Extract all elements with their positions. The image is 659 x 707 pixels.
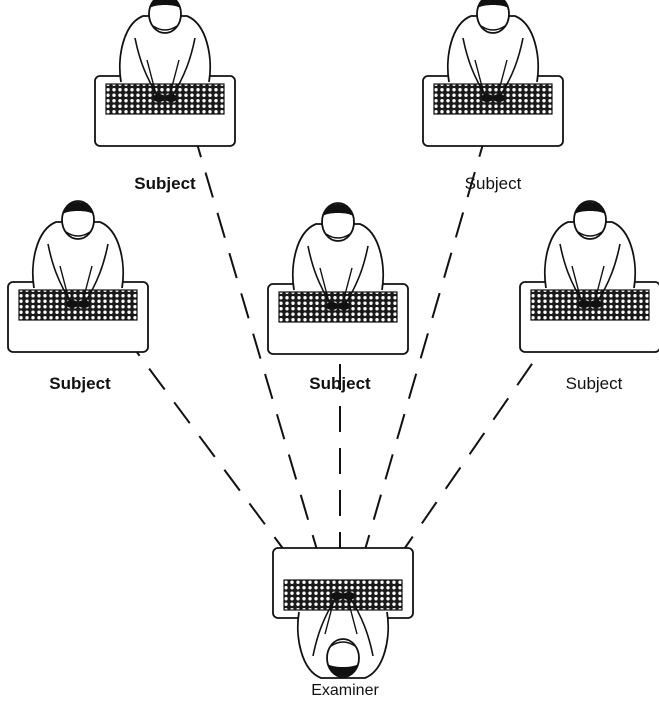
- subject-label-4: Subject: [309, 374, 371, 393]
- subject-station-2: [422, 0, 564, 147]
- sight-line: [109, 315, 291, 559]
- subject-label-5: Subject: [565, 374, 623, 393]
- examiner-label: Examiner: [311, 682, 379, 699]
- subject-label-2: Subject: [464, 174, 522, 193]
- subject-station-4: [267, 202, 409, 355]
- subject-station-5: [519, 200, 659, 353]
- sight-lines: [109, 119, 566, 561]
- subject-station-3: [7, 200, 149, 353]
- sight-line: [189, 119, 321, 561]
- sight-line: [397, 315, 566, 559]
- subject-label-3: Subject: [49, 374, 111, 393]
- sight-line: [361, 119, 491, 561]
- subject-label-1: Subject: [134, 174, 196, 193]
- subject-station-1: [94, 0, 236, 147]
- examiner-station: [272, 547, 414, 679]
